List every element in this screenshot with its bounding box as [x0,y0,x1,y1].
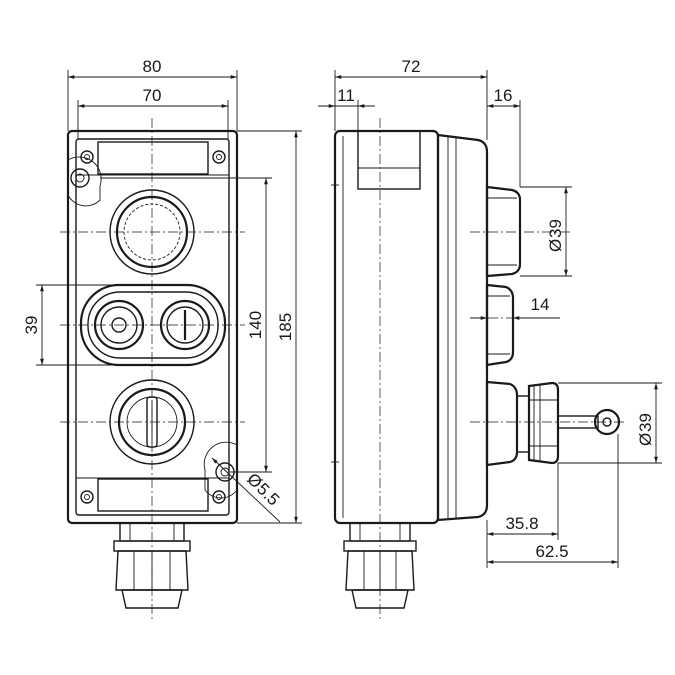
side-flange [357,130,421,190]
dim-front-height-mount: 140 [246,311,265,339]
mount-hole-bottom-icon [203,441,238,499]
side-enclosure-body [333,129,440,525]
dim-diameter-symbol: Ø [546,239,565,252]
dim-side-key-depth-a: 35.8 [505,514,538,533]
screw-icon [212,150,226,164]
side-pushbutton-top [485,185,522,278]
screw-icon [80,490,94,504]
mount-hole-top-icon [67,156,102,207]
front-enclosure-inner [75,138,230,516]
side-view [331,118,625,620]
side-pushbutton-mid [485,283,515,367]
dim-front-width-outer: 80 [143,57,162,76]
dim-side-button-depth: 16 [494,86,513,105]
bottom-label-strip [97,478,209,512]
dim-side-flange: 11 [337,86,355,105]
dim-side-button-dia: 39 [546,219,565,238]
dim-side-key-depth-b: 62.5 [535,542,568,561]
dim-diameter-symbol: Ø [636,433,655,446]
front-view [60,118,245,620]
dim-front-width-inner: 70 [143,86,162,105]
side-lid [436,133,489,522]
screw-icon [212,490,226,504]
side-dimensions: 72 11 16 Ø 39 14 Ø 39 [318,57,662,568]
dim-side-depth-total: 72 [402,57,421,76]
top-label-strip [97,141,209,175]
dim-front-height-total: 185 [276,313,295,341]
dim-front-button-spacing: 39 [22,316,41,335]
dim-side-key-dia: 39 [636,413,655,432]
front-dimensions: 80 70 185 140 39 Ø 5.5 [22,57,302,524]
dim-side-mid-button: 14 [531,295,550,314]
side-key-switch [485,380,621,467]
